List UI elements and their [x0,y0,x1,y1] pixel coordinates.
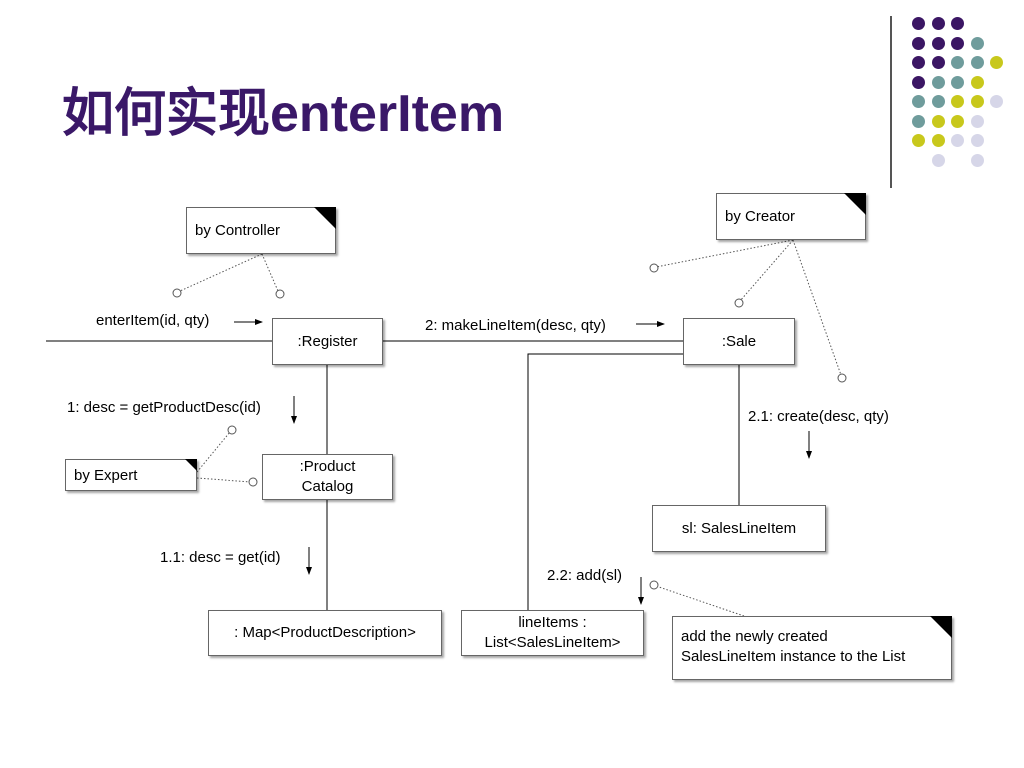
sales-line-item-object: sl: SalesLineItem [652,505,826,552]
decorative-dot [970,114,984,128]
decorative-dot [951,75,964,89]
controller-anchor-line [179,253,263,292]
slide-title: 如何实现enterItem [62,88,504,140]
note-fold [844,193,866,215]
decorative-dot [970,75,984,89]
creator-anchor-line [739,239,794,302]
decorative-dot [931,56,945,69]
decorative-dot [912,36,925,50]
note-fold [314,207,336,229]
decorative-dot [951,56,964,69]
line-items-object: lineItems : List<SalesLineItem> [461,610,644,656]
anchor-circle [248,477,258,487]
expert-anchor-line [196,431,231,473]
make-line-item-message: 2: makeLineItem(desc, qty) [425,317,606,334]
product-catalog-object: :Product Catalog [262,454,393,500]
decorative-dot [912,56,925,69]
note-fold [185,459,197,471]
product-catalog-object-label: :Product Catalog [299,458,356,495]
register-object: :Register [272,318,383,365]
decorative-dot [970,56,984,69]
title-divider-line [890,16,892,188]
get-message: 1.1: desc = get(id) [160,549,281,566]
by-expert-note: by Expert [65,459,197,491]
anchor-circle [734,298,744,308]
decorative-dot [931,36,945,50]
decorative-dot [931,134,945,147]
sale-object-label: :Sale [721,332,757,350]
sales-line-item-object-label: sl: SalesLineItem [681,519,797,537]
decorative-dot [970,36,984,50]
decorative-dot [951,134,964,147]
slide-title-english: enterItem [270,85,505,143]
decorative-dot [912,95,925,108]
by-controller-note-text: by Controller [195,222,281,239]
decorative-dot [951,36,964,50]
note-fold [930,616,952,638]
decorative-dot [912,17,925,30]
decorative-dot [970,153,984,167]
add-to-list-note: add the newly created SalesLineItem inst… [672,616,952,680]
slide-title-chinese: 如何实现 [62,85,271,143]
decorative-dot [970,134,984,147]
anchor-circle [172,288,182,298]
decorative-dot [990,56,1003,69]
anchor-circle [649,580,659,590]
decorative-dot [931,114,945,128]
creator-anchor-line [655,239,794,268]
decorative-dot [931,95,945,108]
decorative-dot [970,95,984,108]
register-object-label: :Register [297,332,358,350]
by-controller-note: by Controller [186,207,336,254]
sale-lineitems-link [527,353,683,610]
by-creator-note-text: by Creator [725,208,796,225]
get-product-desc-message: 1: desc = getProductDesc(id) [67,399,261,416]
decorative-dot [931,153,945,167]
decorative-dot [990,95,1003,108]
creator-anchor-line [792,239,842,376]
add-note-anchor-line [655,585,745,617]
by-expert-note-text: by Expert [74,467,138,484]
enter-item-message: enterItem(id, qty) [96,312,210,329]
anchor-circle [227,425,237,435]
controller-anchor-line [261,253,279,292]
map-object: : Map<ProductDescription> [208,610,442,656]
expert-anchor-line [196,477,252,483]
decorative-dot [931,17,945,30]
line-items-object-label: lineItems : List<SalesLineItem> [484,614,621,651]
decorative-dot [951,17,964,30]
add-message: 2.2: add(sl) [547,567,623,584]
sale-object: :Sale [683,318,795,365]
create-message: 2.1: create(desc, qty) [748,408,889,425]
anchor-circle [649,263,659,273]
anchor-circle [837,373,847,383]
decorative-dot [912,134,925,147]
by-creator-note: by Creator [716,193,866,240]
add-to-list-note-text: add the newly created SalesLineItem inst… [681,628,906,665]
decorative-dot [912,114,925,128]
decorative-dot [951,95,964,108]
decorative-dot [951,114,964,128]
decorative-dot [931,75,945,89]
decorative-dot [912,75,925,89]
anchor-circle [275,289,285,299]
map-object-label: : Map<ProductDescription> [234,624,416,641]
